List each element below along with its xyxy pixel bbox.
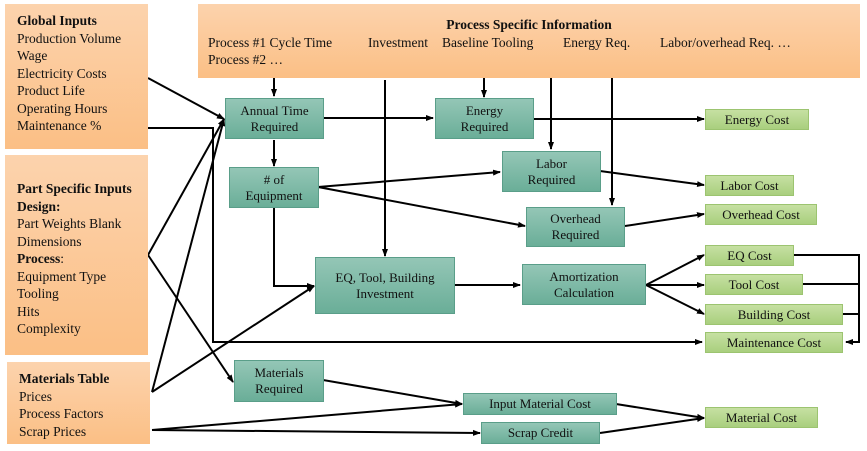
cost-label: Labor Cost (720, 177, 779, 193)
node-label: # of (263, 171, 285, 187)
edge-equip-labor (317, 169, 501, 188)
process-info-title: Process Specific Information (446, 17, 612, 32)
edge-scrap-matcost (599, 416, 705, 434)
edge-global-annual (147, 77, 225, 120)
node-label: Equipment (245, 187, 303, 203)
global-input-item: Electricity Costs (17, 65, 107, 81)
edge-labor-cost (599, 170, 705, 188)
materials-table-item: Scrap Prices (19, 423, 87, 439)
global-input-item: Production Volume (17, 30, 122, 46)
process-info-line2: Process #2 … (208, 52, 283, 67)
cost-label: Overhead Cost (722, 206, 800, 222)
edge-part-annual (147, 118, 225, 256)
cost-label: EQ Cost (727, 247, 772, 263)
materials-table-title: Materials Table (19, 371, 110, 386)
materials-table-box: Materials Table Prices Process Factors S… (7, 362, 150, 444)
process-item: Tooling (17, 286, 59, 301)
edge-scrap-credit (151, 429, 481, 436)
node-input-material-cost: Input Material Cost (463, 393, 617, 415)
edge-mat-investment (151, 285, 315, 393)
edge-mat-annual (151, 118, 226, 393)
materials-table-item: Process Factors (19, 406, 104, 421)
cost-label: Maintenance Cost (726, 334, 822, 350)
global-inputs-title: Global Inputs (17, 13, 97, 28)
cost-label: Material Cost (725, 409, 798, 425)
node-label: Scrap Credit (507, 425, 574, 440)
edge-input-matcost (615, 403, 705, 420)
design-label: Design: (17, 198, 61, 214)
node-label: EQ, Tool, Building (335, 269, 435, 285)
process-item: Equipment Type (17, 268, 107, 284)
node-label: Labor (535, 155, 568, 171)
cost-label: Building Cost (737, 306, 811, 322)
edge-part-materials (147, 254, 234, 383)
process-colon: : (60, 251, 65, 266)
edge-scrap-input (151, 401, 463, 431)
node-label: Input Material Cost (489, 396, 591, 411)
cost-overhead: Overhead Cost (705, 204, 817, 225)
cost-label: Tool Cost (728, 276, 780, 292)
edge-equip-overhead (317, 186, 526, 228)
design-item: Part Weights Blank (17, 216, 122, 231)
part-inputs-title: Part Specific Inputs (17, 181, 132, 196)
part-inputs-box: Part Specific Inputs Design: Part Weight… (5, 155, 148, 355)
cost-building: Building Cost (705, 304, 843, 325)
edge-amort-eq (645, 254, 705, 286)
process-info-item: Investment (368, 35, 428, 50)
node-label: Amortization (549, 268, 619, 284)
cost-labor: Labor Cost (705, 175, 794, 196)
global-input-item: Product Life (17, 83, 85, 98)
node-label: Required (527, 171, 576, 187)
edge-amort-building (645, 284, 705, 315)
node-label: Investment (356, 285, 414, 301)
cost-energy: Energy Cost (705, 109, 809, 130)
edge-maint-pct-maint-cost (148, 127, 703, 345)
cost-material: Material Cost (705, 407, 818, 428)
process-info-item: Process #1 Cycle Time (208, 35, 333, 50)
edge-equip-investment (273, 207, 315, 289)
node-label: Annual Time (240, 102, 309, 118)
global-input-item: Wage (17, 48, 48, 63)
edge-overhead-cost (624, 212, 705, 227)
global-inputs-box: Global Inputs Production Volume Wage Ele… (5, 4, 148, 149)
design-item: Dimensions (17, 233, 82, 249)
edge-materials-input (322, 379, 463, 406)
process-item: Hits (17, 303, 40, 319)
cost-eq: EQ Cost (705, 245, 794, 266)
node-label: Required (250, 118, 299, 134)
cost-tool: Tool Cost (705, 274, 803, 295)
cost-maintenance: Maintenance Cost (705, 332, 843, 353)
node-label: Energy (465, 102, 504, 118)
cost-label: Energy Cost (724, 111, 790, 127)
node-label: Materials (254, 365, 304, 380)
node-label: Required (551, 227, 600, 242)
node-scrap-credit: Scrap Credit (481, 422, 600, 444)
edge-eq-maint (794, 254, 860, 345)
process-info-box: Process Specific Information Process #1 … (198, 4, 860, 78)
process-info-item: Baseline Tooling (442, 35, 534, 50)
process-item: Complexity (17, 321, 81, 336)
process-info-item: Labor/overhead Req. … (660, 35, 791, 50)
process-info-item: Energy Req. (563, 35, 631, 50)
node-label: Overhead (550, 211, 601, 226)
process-label: Process (17, 251, 61, 266)
global-input-item: Operating Hours (17, 100, 108, 116)
node-label: Required (460, 118, 509, 134)
materials-table-item: Prices (19, 388, 52, 404)
global-input-item: Maintenance % (17, 118, 102, 133)
node-label: Required (255, 381, 303, 396)
node-label: Calculation (554, 284, 614, 300)
